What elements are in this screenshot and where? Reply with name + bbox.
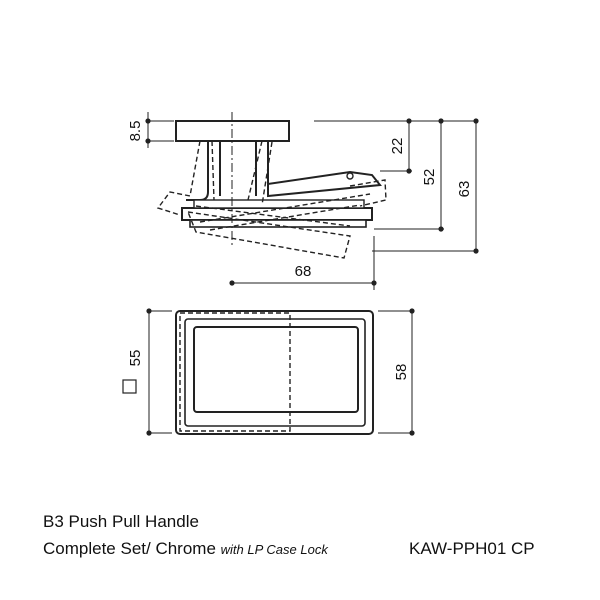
product-title: B3 Push Pull Handle [43, 512, 199, 531]
lever-arm [267, 141, 382, 198]
swing-outline [156, 140, 387, 259]
dim-label-52: 52 [421, 169, 438, 186]
outer-plate [175, 310, 374, 435]
square-symbol-icon [122, 379, 137, 394]
dim-label-knob-thickness: 8.5 [127, 121, 144, 142]
side-view [175, 112, 382, 246]
dim-label-55: 55 [127, 350, 144, 367]
dashed-outline [179, 312, 291, 432]
subtitle-italic: with LP Case Lock [220, 542, 328, 557]
dim-label-58: 58 [393, 364, 410, 381]
front-dimension-ticks [146, 308, 415, 436]
dim-label-63: 63 [456, 181, 473, 198]
dim-label-68: 68 [295, 263, 312, 280]
subtitle-main: Complete Set/ Chrome [43, 539, 216, 558]
product-code: KAW-PPH01 CP [409, 539, 535, 558]
front-view [175, 310, 374, 435]
dimension-ticks [145, 118, 479, 286]
product-subtitle: Complete Set/ Chrome with LP Case Lock [43, 539, 328, 559]
handle-stem [186, 141, 209, 201]
front-dimension-lines [148, 310, 414, 434]
dim-label-22: 22 [389, 138, 406, 155]
inner-recess [193, 326, 359, 413]
dimension-lines [147, 112, 478, 290]
